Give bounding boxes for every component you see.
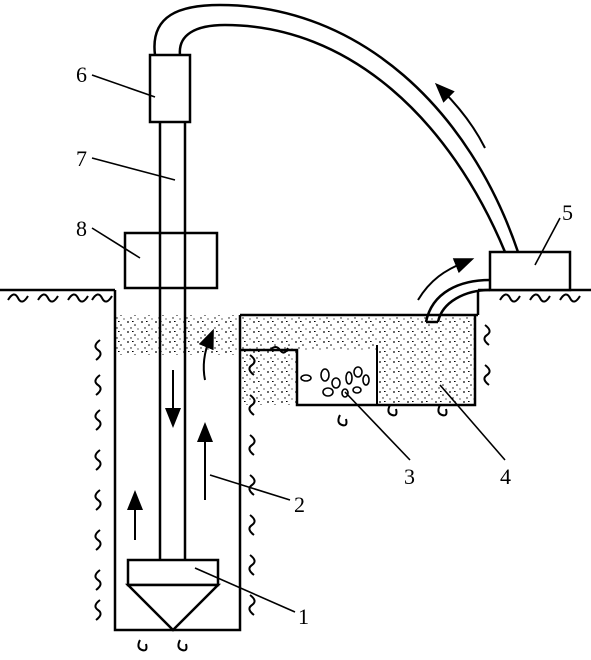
drill-pipe	[158, 120, 187, 560]
label-4: 4	[500, 464, 511, 489]
rotary-drive	[123, 231, 219, 290]
swivel	[148, 53, 192, 124]
label-3: 3	[404, 464, 415, 489]
discharge-hose	[153, 3, 520, 253]
label-2: 2	[294, 492, 305, 517]
drill-bit	[124, 558, 222, 632]
label-6: 6	[76, 62, 87, 87]
outflow-pipe	[424, 278, 491, 324]
sedimentation-pit	[240, 315, 477, 407]
label-5: 5	[562, 200, 573, 225]
leader-lines	[91, 74, 561, 613]
ground-surface	[0, 288, 591, 317]
flow-arrows	[127, 82, 486, 540]
label-1: 1	[298, 604, 309, 629]
borehole	[113, 290, 242, 632]
suction-pump	[488, 250, 572, 292]
label-8: 8	[76, 216, 87, 241]
label-7: 7	[76, 146, 87, 171]
sediment-gravel	[300, 366, 370, 398]
